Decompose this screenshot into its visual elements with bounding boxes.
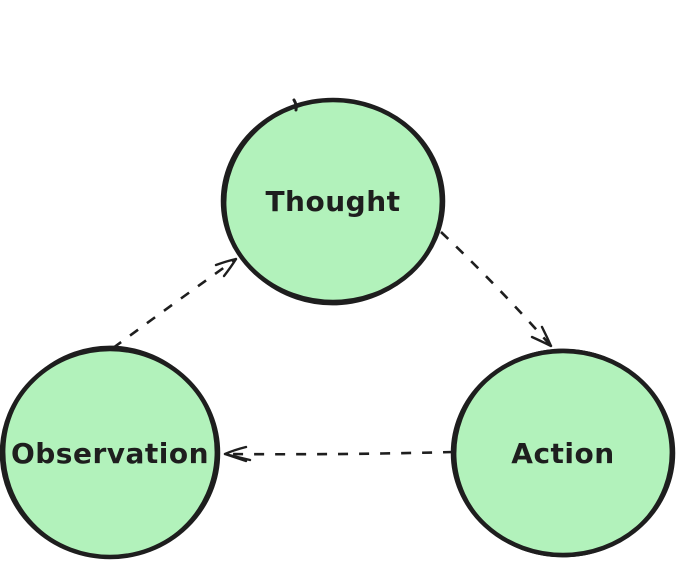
node-action: Action: [450, 348, 676, 558]
edge-observation-to-thought: [112, 257, 238, 350]
dashed-edge: [440, 231, 552, 347]
thought-sketch-flick: [292, 98, 298, 112]
edge-thought-to-action: [440, 231, 553, 348]
action-circle-sketch-pass: [453, 348, 673, 558]
action-label: Action: [511, 437, 614, 470]
dashed-edge: [112, 257, 237, 350]
arrowhead-up-right: [214, 257, 238, 278]
thought-label: Thought: [265, 185, 400, 218]
arrowhead-down-right: [530, 325, 553, 348]
edge-action-to-observation: [223, 445, 454, 463]
node-observation: Observation: [0, 345, 221, 560]
arrowhead-left: [223, 445, 252, 463]
thought-circle-sketch-pass: [223, 98, 443, 306]
action-sketch-flick: [581, 350, 598, 357]
dashed-edge: [224, 450, 454, 456]
observation-label: Observation: [11, 437, 209, 470]
node-thought: Thought: [220, 97, 446, 306]
